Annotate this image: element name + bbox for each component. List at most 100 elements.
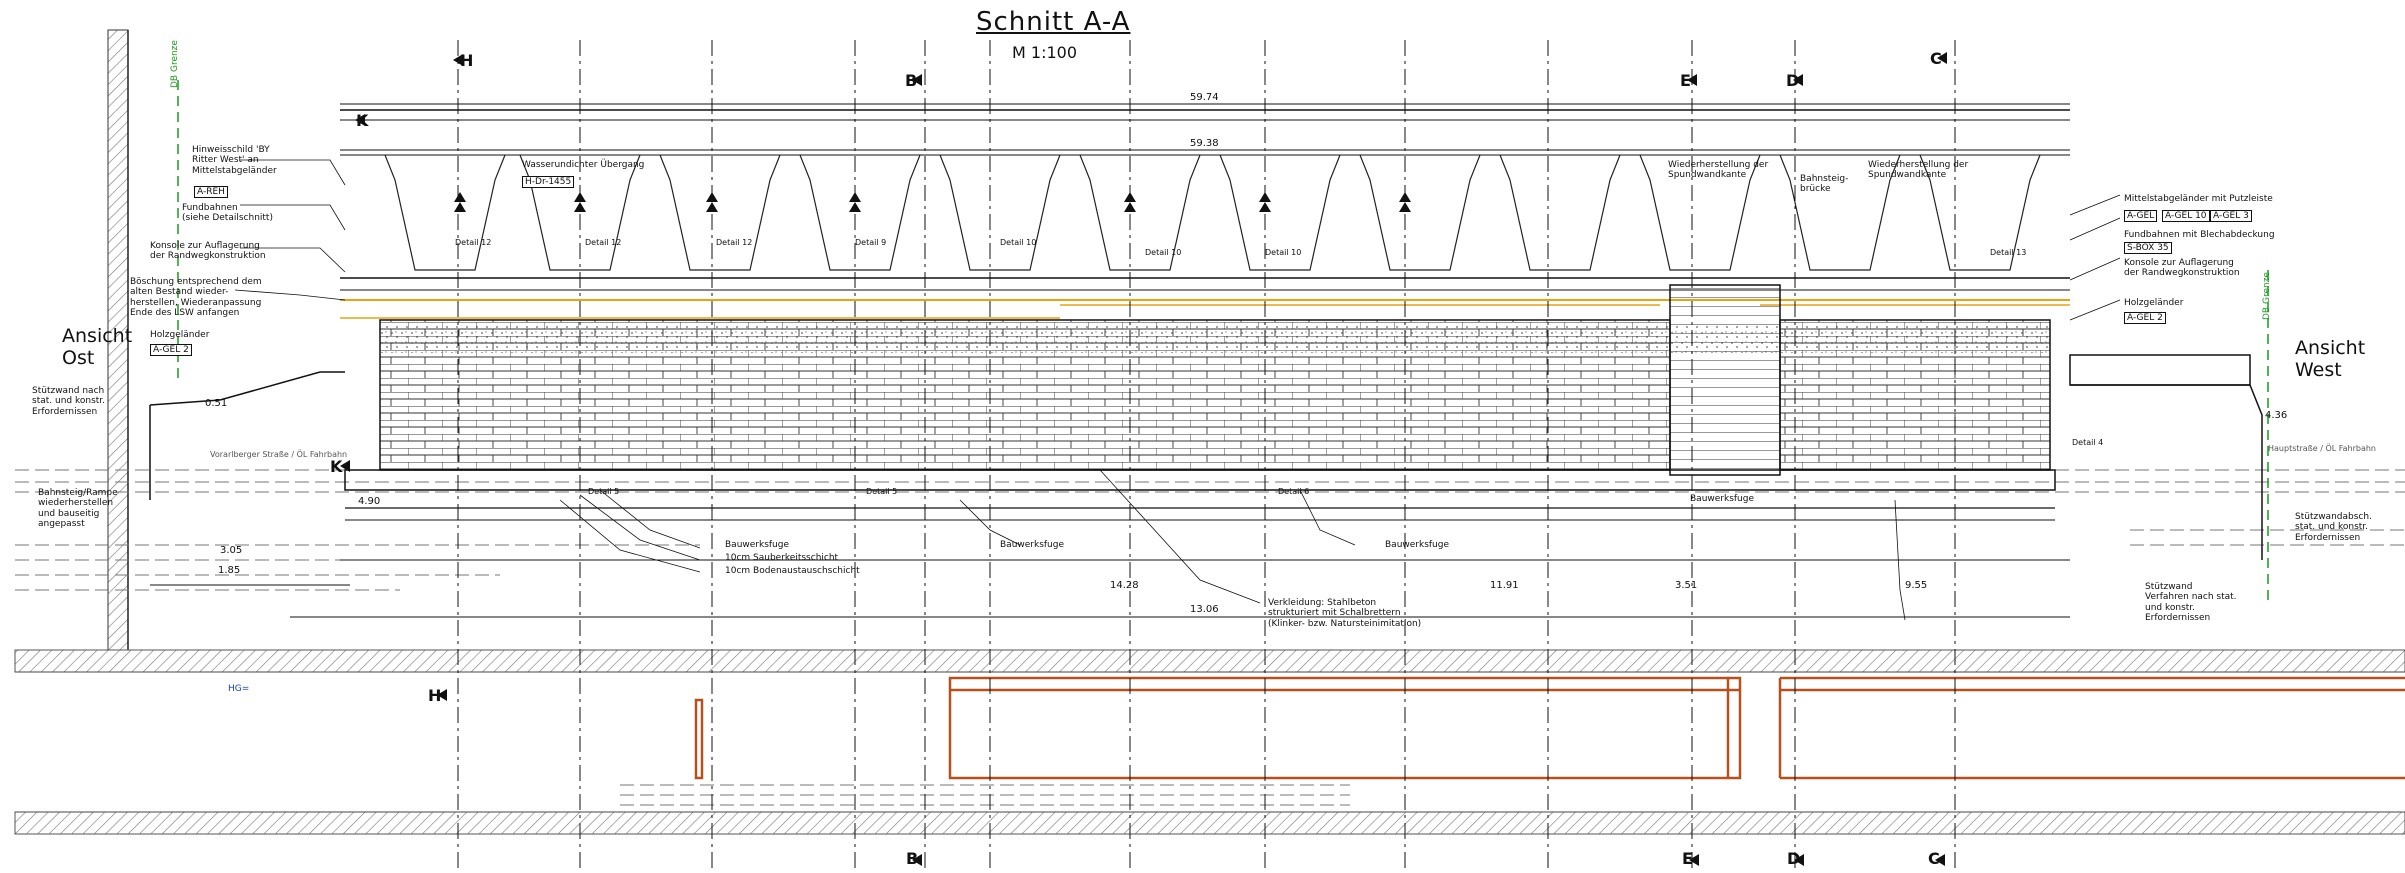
marker-arrow <box>1793 74 1803 86</box>
level-051: 0.51 <box>205 398 228 409</box>
marker-arrow <box>437 689 447 701</box>
grenze-label-right: DB Grenze <box>2262 272 2272 320</box>
detail-label: Detail 10 <box>1265 248 1302 257</box>
section-marker-c-top: C <box>1930 49 1942 68</box>
note-center-1: Wiederherstellung der Spundwandkante <box>1668 160 1769 181</box>
pipe-structures <box>694 676 2405 780</box>
leader-lines <box>234 159 2121 621</box>
level-305: 3.05 <box>220 545 243 556</box>
dim-bottom-5: 3.51 <box>1675 580 1698 591</box>
dim-overall-top: 59.74 <box>1190 92 1219 103</box>
arch-segment <box>939 154 1061 271</box>
detail-label: Detail 6 <box>1278 487 1310 496</box>
legend-bauwerksfuge-3: Bauwerksfuge <box>1385 540 1450 550</box>
drawing-scale: M 1:100 <box>1012 43 1077 62</box>
marker-arrow <box>340 460 350 472</box>
marker-arrow <box>1687 74 1697 86</box>
tag-a-reh: A-REH <box>194 186 228 199</box>
marker-arrow <box>912 854 922 866</box>
note-right-5: Stützwandabsch. stat. und konstr. Erford… <box>2295 512 2372 543</box>
arch-segment <box>1499 154 1621 271</box>
legend-bodenaustausch: 10cm Bodenaustauschschicht <box>725 566 860 576</box>
section-marker-c-bottom: C <box>1928 849 1940 868</box>
road-label-right: Hauptstraße / ÖL Fahrbahn <box>2268 444 2376 453</box>
drawing-title: Schnitt A-A <box>976 7 1131 37</box>
note-left-8: Wasserundichter Übergang <box>522 160 645 170</box>
symbol-up-arrow <box>1399 192 1411 212</box>
dim-bottom-4: 9.55 <box>1905 580 1928 591</box>
section-marker-h-top: H <box>460 51 474 70</box>
section-marker-h-mid: H <box>428 686 442 705</box>
marker-arrow <box>912 74 922 86</box>
tag-a-gel-10: A-GEL 10 <box>2162 210 2210 223</box>
tag-a-gel: A-GEL <box>2124 210 2158 223</box>
note-right-3: Konsole zur Auflagerung der Randwegkonst… <box>2124 258 2240 279</box>
symbol-up-arrow <box>706 192 718 212</box>
grenze-lines <box>177 80 2269 600</box>
ground-bands <box>14 649 2405 835</box>
arch-segment <box>1219 154 1341 271</box>
dim-overall-deck: 59.38 <box>1190 138 1219 149</box>
note-left-5: Holzgeländer <box>150 330 210 340</box>
marker-arrow <box>1689 854 1699 866</box>
arch-segment <box>1359 154 1481 271</box>
legend-sauberkeitsschicht: 10cm Sauberkeitsschicht <box>725 553 839 563</box>
section-marker-d-bottom: D <box>1787 849 1801 868</box>
arch-segment <box>519 154 641 271</box>
arch-segment <box>1779 154 1901 271</box>
detail-label: Detail 12 <box>455 238 492 247</box>
note-center-4: Bauwerksfuge <box>1690 494 1755 504</box>
note-left-3: Konsole zur Auflagerung der Randwegkonst… <box>150 241 266 262</box>
tag-a-gel-2-right: A-GEL 2 <box>2124 312 2166 325</box>
section-marker-b-top: B <box>905 71 918 90</box>
arch-segment <box>1079 154 1201 271</box>
hg-label: HG= <box>228 684 250 694</box>
section-marker-arrows <box>340 52 1947 866</box>
symbol-up-arrow <box>849 192 861 212</box>
note-left-1: Hinweisschild 'BY Ritter West' an Mittel… <box>192 145 277 176</box>
arch-segment <box>799 154 921 271</box>
view-label-west: Ansicht West <box>2295 337 2366 381</box>
detail-label: Detail 12 <box>716 238 753 247</box>
arch-segment <box>659 154 781 271</box>
marker-arrow <box>355 114 365 126</box>
dim-bottom-1: 13.06 <box>1190 604 1219 615</box>
note-center-5: Verkleidung: Stahlbeton strukturiert mit… <box>1268 598 1422 629</box>
note-center-2: Bahnsteig- brücke <box>1800 174 1849 195</box>
arch-segment <box>1919 154 2041 271</box>
note-right-6: Stützwand Verfahren nach stat. und konst… <box>2145 582 2237 624</box>
symbol-up-arrow <box>1124 192 1136 212</box>
note-right-4: Holzgeländer <box>2124 298 2184 308</box>
detail-label: Detail 12 <box>585 238 622 247</box>
symbol-up-arrow <box>1259 192 1271 212</box>
left-retaining-wall <box>107 29 129 651</box>
section-marker-d-top: D <box>1786 71 1800 90</box>
marker-arrow <box>1794 854 1804 866</box>
road-label-left: Vorarlberger Straße / ÖL Fahrbahn <box>210 450 348 459</box>
dim-bottom-2: 14.28 <box>1110 580 1139 591</box>
detail-label: Detail 10 <box>1000 238 1037 247</box>
level-490: 4.90 <box>358 496 381 507</box>
symbol-up-arrow <box>454 192 466 212</box>
dimension-lines <box>150 103 2070 618</box>
marker-arrow <box>453 54 463 66</box>
level-436: 4.36 <box>2265 410 2288 421</box>
arch-row <box>384 154 2041 271</box>
detail-label: Detail 13 <box>1990 248 2027 257</box>
section-marker-e-top: E <box>1680 71 1691 90</box>
dim-bottom-3: 11.91 <box>1490 580 1519 591</box>
detail-label: Detail 4 <box>2072 438 2104 447</box>
detail-label: Detail 5 <box>866 487 898 496</box>
arch-segment <box>384 154 506 271</box>
bridge-structure <box>149 109 2263 560</box>
note-center-3: Wiederherstellung der Spundwandkante <box>1868 160 1969 181</box>
section-marker-e-bottom: E <box>1682 849 1693 868</box>
note-left-4: Böschung entsprechend dem alten Bestand … <box>130 277 262 319</box>
tag-a-gel-3: A-GEL 3 <box>2210 210 2252 223</box>
arch-segment <box>1639 154 1761 271</box>
tag-a-gel-2-left: A-GEL 2 <box>150 344 192 357</box>
axis-lines <box>457 40 1956 869</box>
note-right-1: Mittelstabgeländer mit Putzleiste <box>2124 194 2273 204</box>
